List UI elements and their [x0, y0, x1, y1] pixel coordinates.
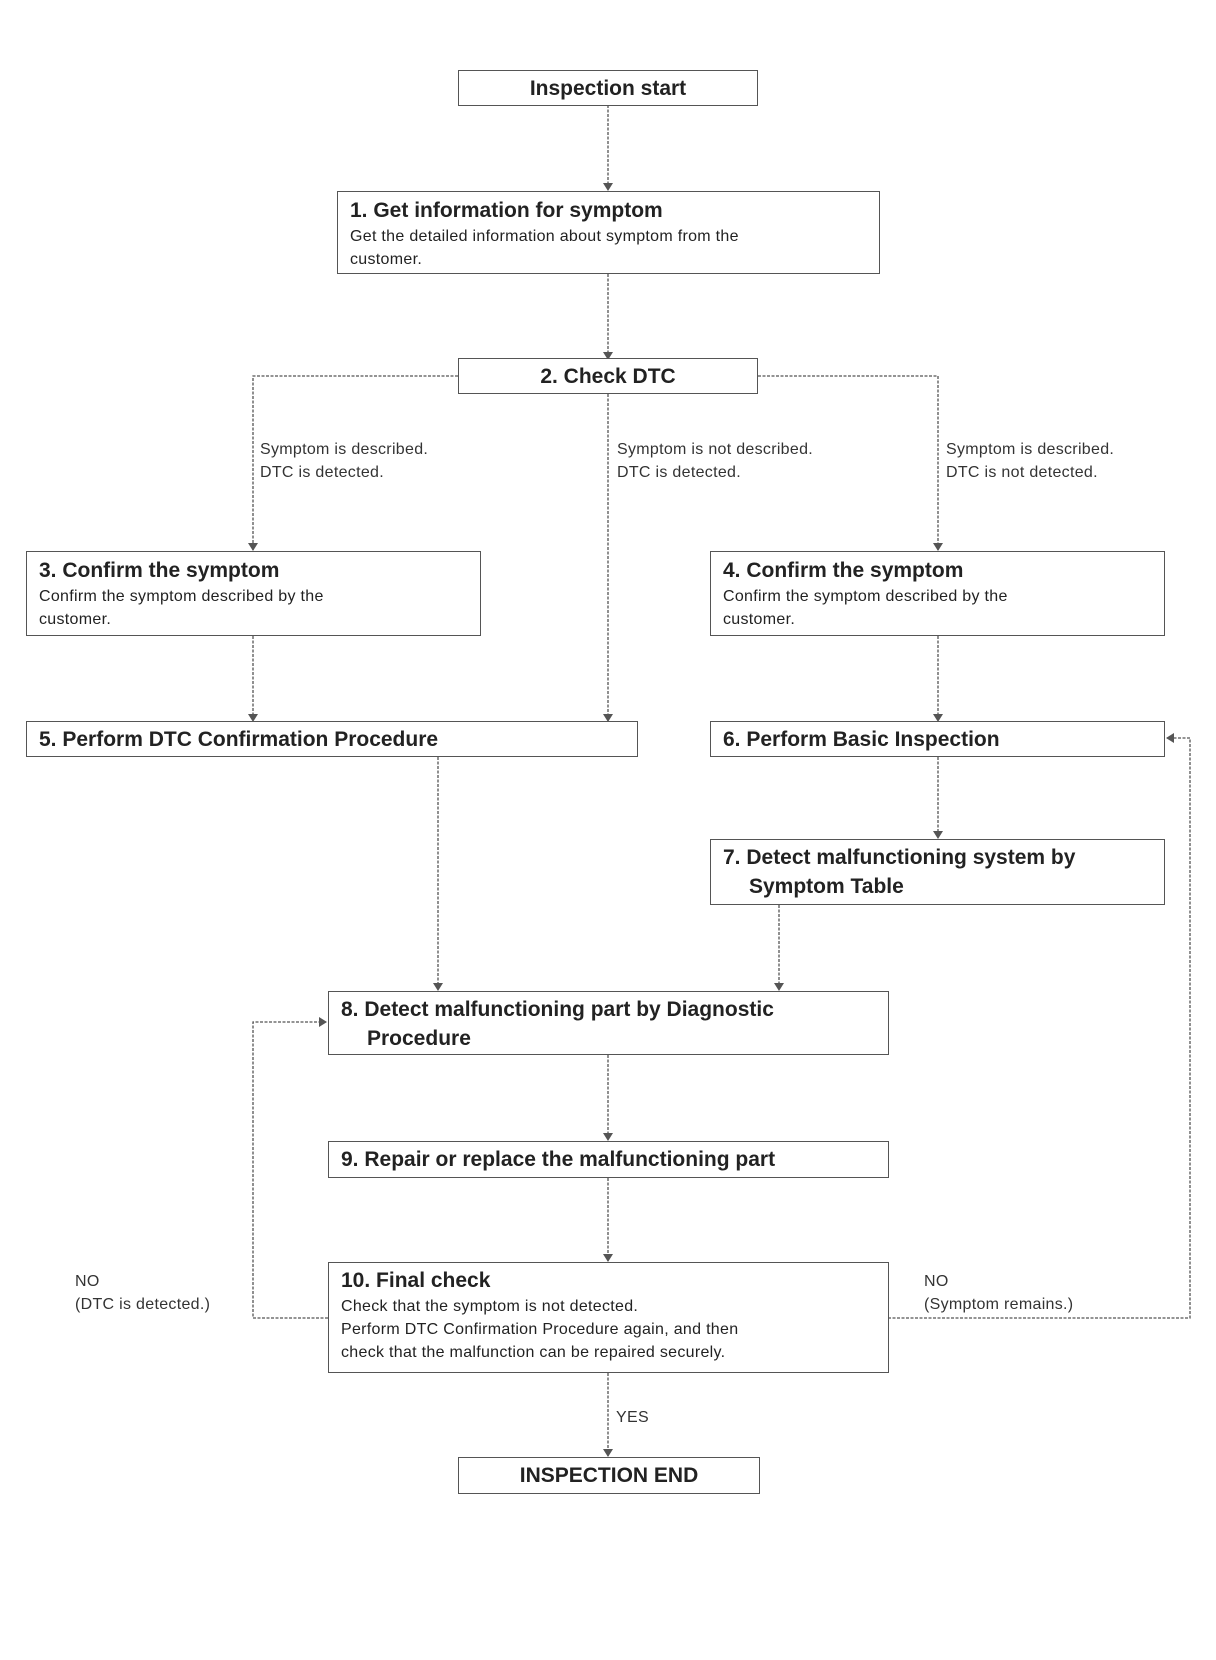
- step7-title-line2: Symptom Table: [749, 875, 904, 898]
- step9-title: 9. Repair or replace the malfunctioning …: [341, 1148, 776, 1171]
- arrow-step2-to-step4: [758, 375, 943, 551]
- step1-desc-line1: Get the detailed information about sympt…: [350, 228, 739, 245]
- step8-box: 8. Detect malfunctioning part by Diagnos…: [328, 991, 889, 1055]
- branch-label-right-line2: DTC is not detected.: [946, 464, 1098, 481]
- step5-box: 5. Perform DTC Confirmation Procedure: [26, 721, 638, 757]
- step3-box: 3. Confirm the symptom Confirm the sympt…: [26, 551, 481, 636]
- yes-label: YES: [616, 1409, 649, 1426]
- branch-label-left-line1: Symptom is described.: [260, 441, 429, 458]
- inspection-end-box: INSPECTION END: [458, 1457, 760, 1494]
- step1-desc-line2: customer.: [350, 251, 423, 268]
- no-label-right-line2: (Symptom remains.): [924, 1296, 1074, 1313]
- step5-title: 5. Perform DTC Confirmation Procedure: [39, 728, 439, 751]
- step8-title-line2: Procedure: [367, 1027, 471, 1050]
- step10-desc-line2: Perform DTC Confirmation Procedure again…: [341, 1321, 739, 1338]
- no-label-left-line1: NO: [75, 1273, 100, 1290]
- no-label-left-line2: (DTC is detected.): [75, 1296, 211, 1313]
- branch-label-middle-line1: Symptom is not described.: [617, 441, 814, 458]
- branch-label-right: Symptom is described. DTC is not detecte…: [946, 438, 1114, 484]
- step3-title: 3. Confirm the symptom: [39, 559, 280, 582]
- step3-desc-line2: customer.: [39, 611, 112, 628]
- step1-box: 1. Get information for symptom Get the d…: [337, 191, 880, 274]
- step4-desc-line1: Confirm the symptom described by the: [723, 588, 1008, 605]
- step10-title: 10. Final check: [341, 1269, 491, 1292]
- inspection-start-title: Inspection start: [529, 76, 687, 100]
- arrow-no-loop-to-step8: [252, 1017, 328, 1319]
- step2-box: 2. Check DTC: [458, 358, 758, 394]
- step7-title-line1: 7. Detect malfunctioning system by: [723, 846, 1076, 869]
- step6-title: 6. Perform Basic Inspection: [723, 728, 1000, 751]
- no-label-right: NO (Symptom remains.): [924, 1270, 1073, 1316]
- arrow-no-loop-to-step6: [888, 733, 1191, 1319]
- inspection-start-box: Inspection start: [458, 70, 758, 106]
- step3-desc-line1: Confirm the symptom described by the: [39, 588, 324, 605]
- inspection-end-title: INSPECTION END: [519, 1464, 699, 1487]
- no-label-left: NO (DTC is detected.): [75, 1270, 210, 1316]
- step1-title: 1. Get information for symptom: [350, 199, 663, 222]
- no-label-right-line1: NO: [924, 1273, 949, 1290]
- step6-box: 6. Perform Basic Inspection: [710, 721, 1165, 757]
- step2-title: 2. Check DTC: [540, 364, 676, 388]
- branch-label-left-line2: DTC is detected.: [260, 464, 384, 481]
- arrow-step2-to-step3: [248, 375, 458, 551]
- step9-box: 9. Repair or replace the malfunctioning …: [328, 1141, 889, 1178]
- step10-box: 10. Final check Check that the symptom i…: [328, 1262, 889, 1373]
- step7-box: 7. Detect malfunctioning system by Sympt…: [710, 839, 1165, 905]
- branch-label-middle: Symptom is not described. DTC is detecte…: [617, 438, 813, 484]
- step10-desc-line3: check that the malfunction can be repair…: [341, 1344, 726, 1361]
- step4-title: 4. Confirm the symptom: [723, 559, 964, 582]
- branch-label-left: Symptom is described. DTC is detected.: [260, 438, 428, 484]
- step8-title-line1: 8. Detect malfunctioning part by Diagnos…: [341, 998, 774, 1021]
- step4-desc-line2: customer.: [723, 611, 796, 628]
- step4-box: 4. Confirm the symptom Confirm the sympt…: [710, 551, 1165, 636]
- step10-desc-line1: Check that the symptom is not detected.: [341, 1298, 639, 1315]
- branch-label-middle-line2: DTC is detected.: [617, 464, 741, 481]
- branch-label-right-line1: Symptom is described.: [946, 441, 1115, 458]
